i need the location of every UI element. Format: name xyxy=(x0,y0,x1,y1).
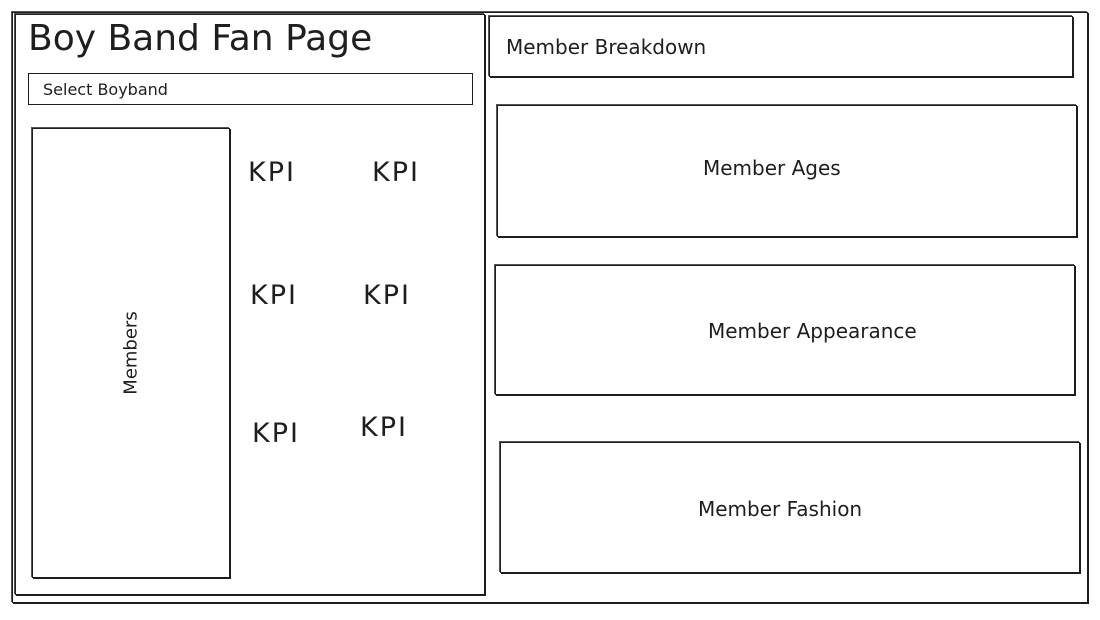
kpi-5: KPI xyxy=(252,418,300,449)
members-list[interactable]: Members xyxy=(32,128,230,578)
member-appearance-chart: Member Appearance xyxy=(495,265,1075,395)
kpi-1: KPI xyxy=(248,157,296,188)
member-fashion-chart: Member Fashion xyxy=(500,442,1080,573)
boyband-select[interactable]: Select Boyband xyxy=(28,73,473,105)
member-ages-chart: Member Ages xyxy=(497,105,1077,237)
member-fashion-label: Member Fashion xyxy=(698,497,863,521)
member-breakdown-header: Member Breakdown xyxy=(489,16,1073,77)
member-appearance-label: Member Appearance xyxy=(708,319,917,343)
members-label: Members xyxy=(120,311,142,395)
kpi-4: KPI xyxy=(363,280,411,311)
page-title: Boy Band Fan Page xyxy=(28,18,373,59)
outer-frame xyxy=(12,12,1088,603)
boyband-select-label: Select Boyband xyxy=(43,80,168,99)
left-panel xyxy=(15,14,485,595)
kpi-3: KPI xyxy=(250,280,298,311)
member-breakdown-title: Member Breakdown xyxy=(506,35,707,59)
kpi-2: KPI xyxy=(372,157,420,188)
member-ages-label: Member Ages xyxy=(703,156,841,180)
kpi-6: KPI xyxy=(360,412,408,443)
